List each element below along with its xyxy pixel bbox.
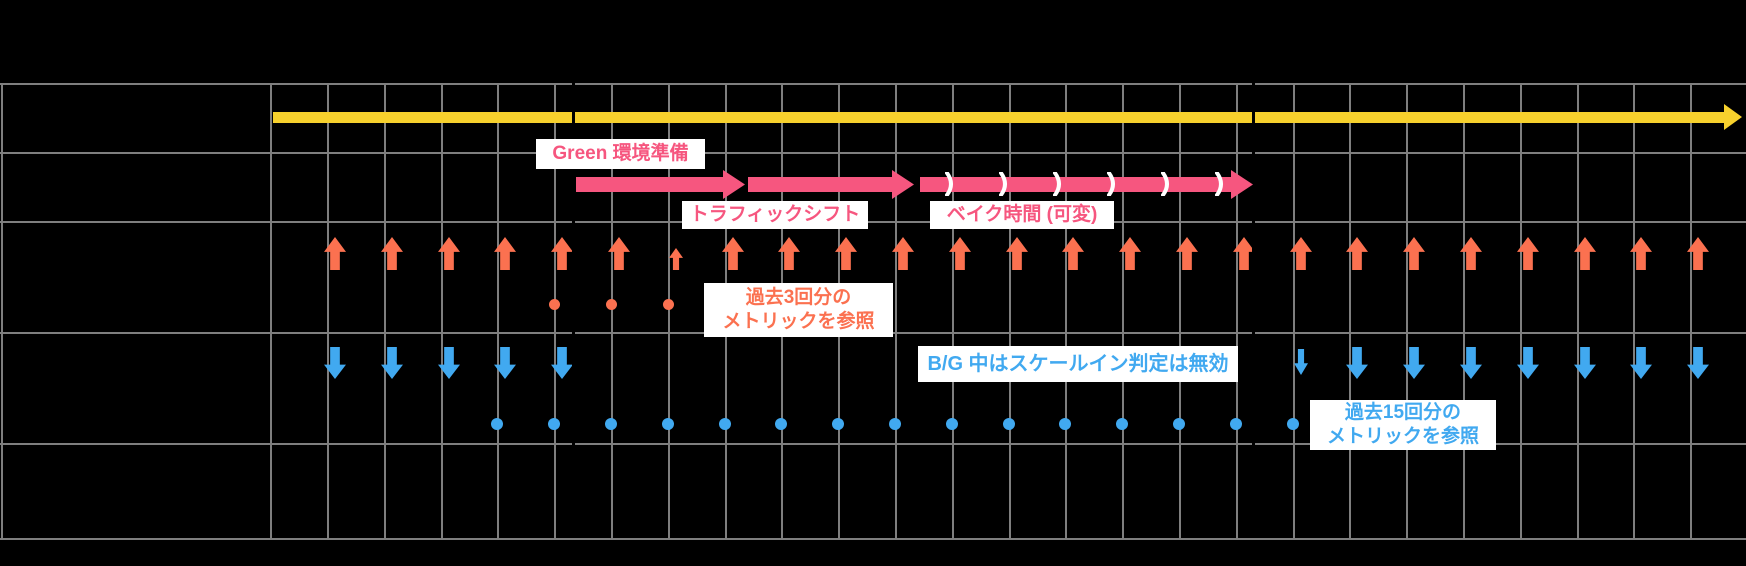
scale-in-metric-note: 過去15回分の メトリックを参照 [1310,400,1496,450]
scale-in-metric-dot [1059,418,1071,430]
grid-vertical-line [1406,83,1408,538]
scale-in-metric-dot [832,418,844,430]
grid-vertical-line [554,83,556,538]
grid-vertical-line [327,83,329,538]
bake-time-label-text: ベイク時間 (可変) [946,204,1098,226]
bake-continuation-chevron-icon [1215,172,1223,196]
scale-in-metric-dot [605,418,617,430]
grid-vertical-line [1009,83,1011,538]
traffic-shift-label: トラフィックシフト [682,201,868,229]
scale-out-metric-note: 過去3回分の メトリックを参照 [704,283,893,337]
bg-scale-in-note-text: B/G 中はスケールイン判定は無効 [927,352,1229,375]
grid-vertical-line [1122,83,1124,538]
bake-continuation-chevron-icon [1053,172,1061,196]
grid-horizontal-line [0,83,1746,85]
scale-out-metric-dot [549,299,560,310]
grid-horizontal-line [0,443,1746,445]
scale-out-up-arrow-icon [669,248,683,270]
grid-horizontal-line [0,221,1746,223]
scale-in-metric-dot [1287,418,1299,430]
scale-in-metric-dot [1116,418,1128,430]
grid-vertical-line [611,83,613,538]
bake-time-label: ベイク時間 (可変) [930,201,1114,229]
grid-vertical-line [1349,83,1351,538]
grid-left-border-line [1,83,3,538]
green-prep-label-text: Green 環境準備 [552,143,689,165]
grid-vertical-line [1690,83,1692,538]
grid-vertical-line [952,83,954,538]
scale-in-metric-note-line2: メトリックを参照 [1326,426,1479,447]
grid-vertical-line [1179,83,1181,538]
grid-vertical-line [895,83,897,538]
scale-in-metric-dot [946,418,958,430]
scale-in-down-arrow-icon [1294,349,1308,375]
grid-horizontal-line [0,152,1746,154]
grid-vertical-line [1293,83,1295,538]
grid-vertical-line [384,83,386,538]
scale-out-metric-dot [663,299,674,310]
timeline-arrow [273,112,1724,123]
scale-out-metric-note-line1: 過去3回分の [745,287,852,309]
traffic-shift-label-text: トラフィックシフト [689,204,861,226]
grid-vertical-line [441,83,443,538]
bake-continuation-chevron-icon [1107,172,1115,196]
green-prep-arrow [576,177,723,192]
grid-vertical-line [1236,83,1238,538]
bg-scale-in-note: B/G 中はスケールイン判定は無効 [918,346,1238,382]
scale-in-metric-dot [548,418,560,430]
green-prep-label: Green 環境準備 [536,139,705,169]
bake-continuation-chevron-icon [999,172,1007,196]
scale-in-metric-dot [662,418,674,430]
grid-vertical-line [668,83,670,538]
row-label-column-line [270,83,272,538]
scale-out-metric-note-line2: メトリックを参照 [722,311,875,332]
grid-vertical-line [1577,83,1579,538]
scale-in-metric-dot [1230,418,1242,430]
scale-in-metric-dot [775,418,787,430]
bake-time-arrow [920,177,1231,192]
grid-vertical-line [1633,83,1635,538]
bake-time-arrowhead-icon [1231,170,1253,199]
scale-in-metric-dot [889,418,901,430]
scale-in-metric-note-line1: 過去15回分の [1344,402,1462,424]
scale-in-metric-dot [719,418,731,430]
scale-in-metric-dot [1173,418,1185,430]
scale-in-metric-dot [1003,418,1015,430]
traffic-shift-arrowhead-icon [892,170,914,199]
grid-horizontal-line [0,538,1746,540]
bg-end-marker-line [1252,83,1255,538]
bake-continuation-chevron-icon [945,172,953,196]
scale-in-metric-dot [491,418,503,430]
traffic-shift-arrow [748,177,892,192]
timeline-arrowhead-icon [1724,104,1742,130]
grid-vertical-line [1463,83,1465,538]
green-prep-arrowhead-icon [723,170,745,199]
grid-vertical-line [1520,83,1522,538]
bg-start-marker-line [572,83,575,538]
grid-vertical-line [1065,83,1067,538]
bake-continuation-chevron-icon [1161,172,1169,196]
grid-vertical-line [497,83,499,538]
scale-out-metric-dot [606,299,617,310]
